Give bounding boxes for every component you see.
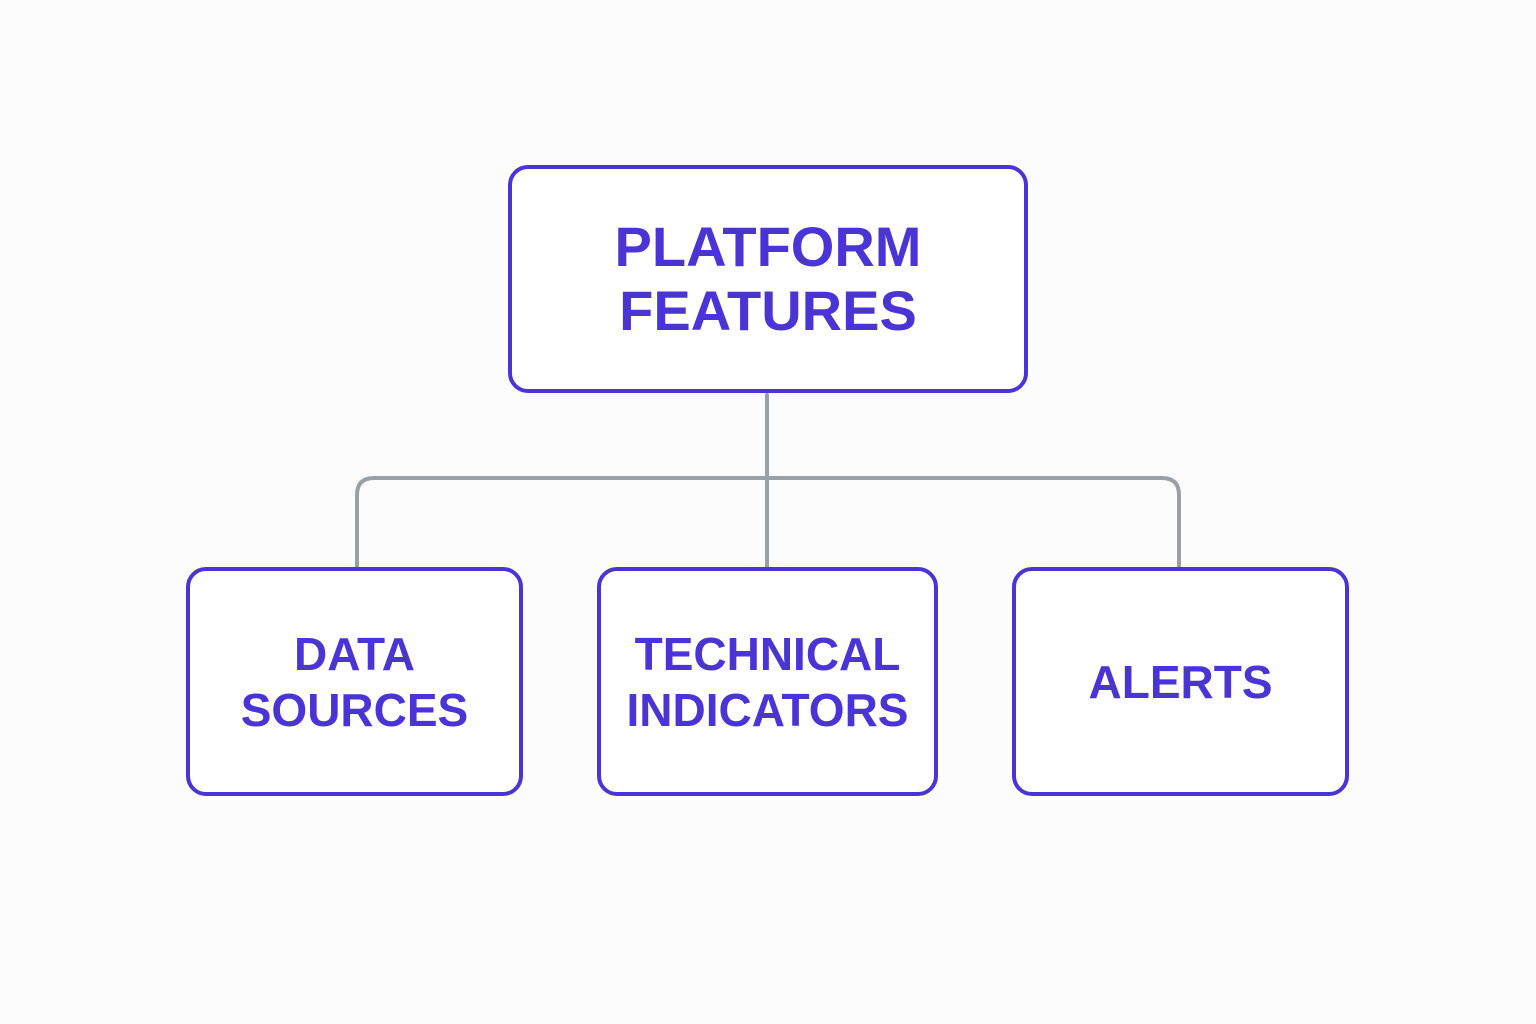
root-node-label-line: FEATURES — [619, 279, 917, 342]
child-node-label-line: DATA — [294, 627, 415, 680]
child-node-technical-indicators: TECHNICAL INDICATORS — [597, 567, 938, 796]
child-node-alerts: ALERTS — [1012, 567, 1349, 796]
child-node-data-sources: DATA SOURCES — [186, 567, 523, 796]
child-node-label-line: TECHNICAL — [634, 627, 901, 680]
child-node-label-line: ALERTS — [1088, 655, 1273, 708]
child-node-label-line: INDICATORS — [626, 683, 909, 736]
child-node-label-line: SOURCES — [240, 683, 469, 736]
root-node-platform-features: PLATFORM FEATURES — [508, 165, 1028, 393]
root-node-label-line: PLATFORM — [614, 215, 922, 278]
